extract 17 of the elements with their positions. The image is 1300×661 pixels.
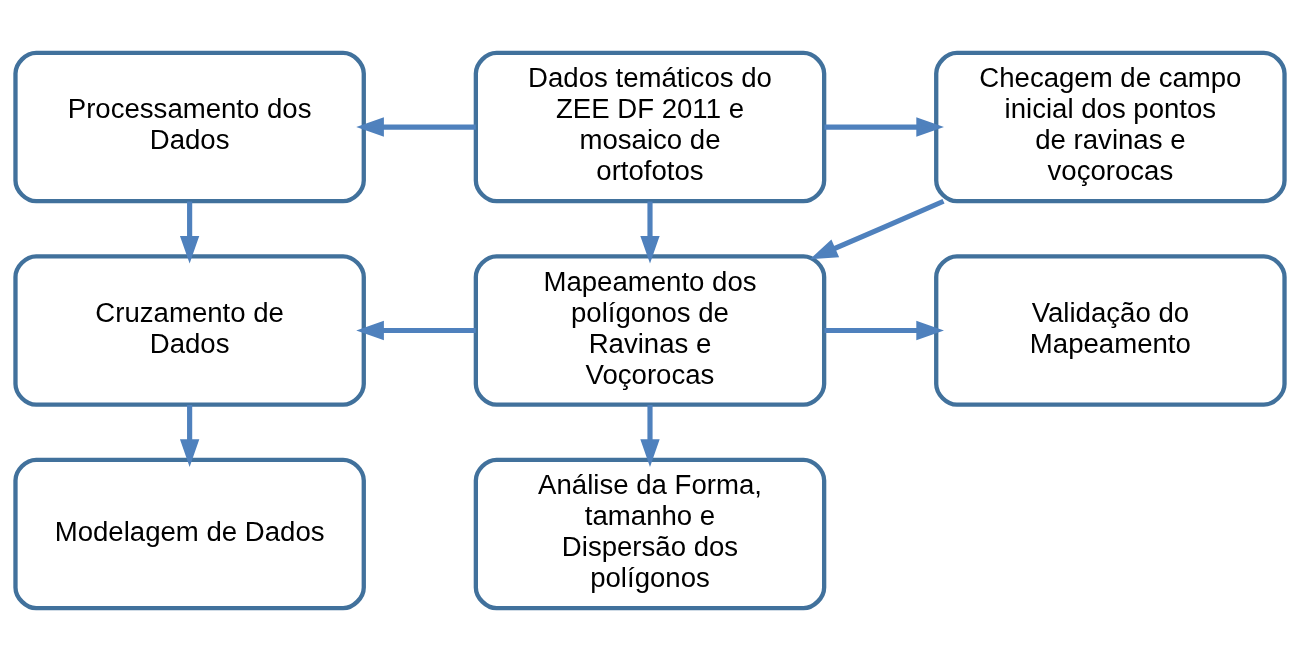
node-box: Modelagem de Dados: [13, 457, 366, 611]
arrow: [640, 405, 660, 467]
arrow: [179, 405, 200, 467]
node-box: Dados temáticos do ZEE DF 2011 e mosaico de ortofotos: [473, 50, 827, 204]
node-box: Mapeamento dos polígonos de Ravinas e Voçorocas: [473, 254, 827, 407]
node-box: Análise da Forma, tamanho e Dispersão dos polígonos: [473, 457, 827, 611]
arrow: [356, 320, 476, 341]
node-box: Checagem de campo inicial dos pontos de ravinas e voçorocas: [934, 50, 1287, 204]
arrow: [809, 198, 945, 260]
node-box: Processamento dos Dados: [13, 50, 366, 204]
arrow: [824, 117, 944, 137]
node-box: Cruzamento de Dados: [13, 254, 366, 407]
arrow: [356, 117, 476, 137]
arrow: [824, 320, 944, 341]
node-box: Validação do Mapeamento: [934, 254, 1287, 407]
arrow: [640, 201, 660, 264]
arrow: [179, 201, 200, 264]
